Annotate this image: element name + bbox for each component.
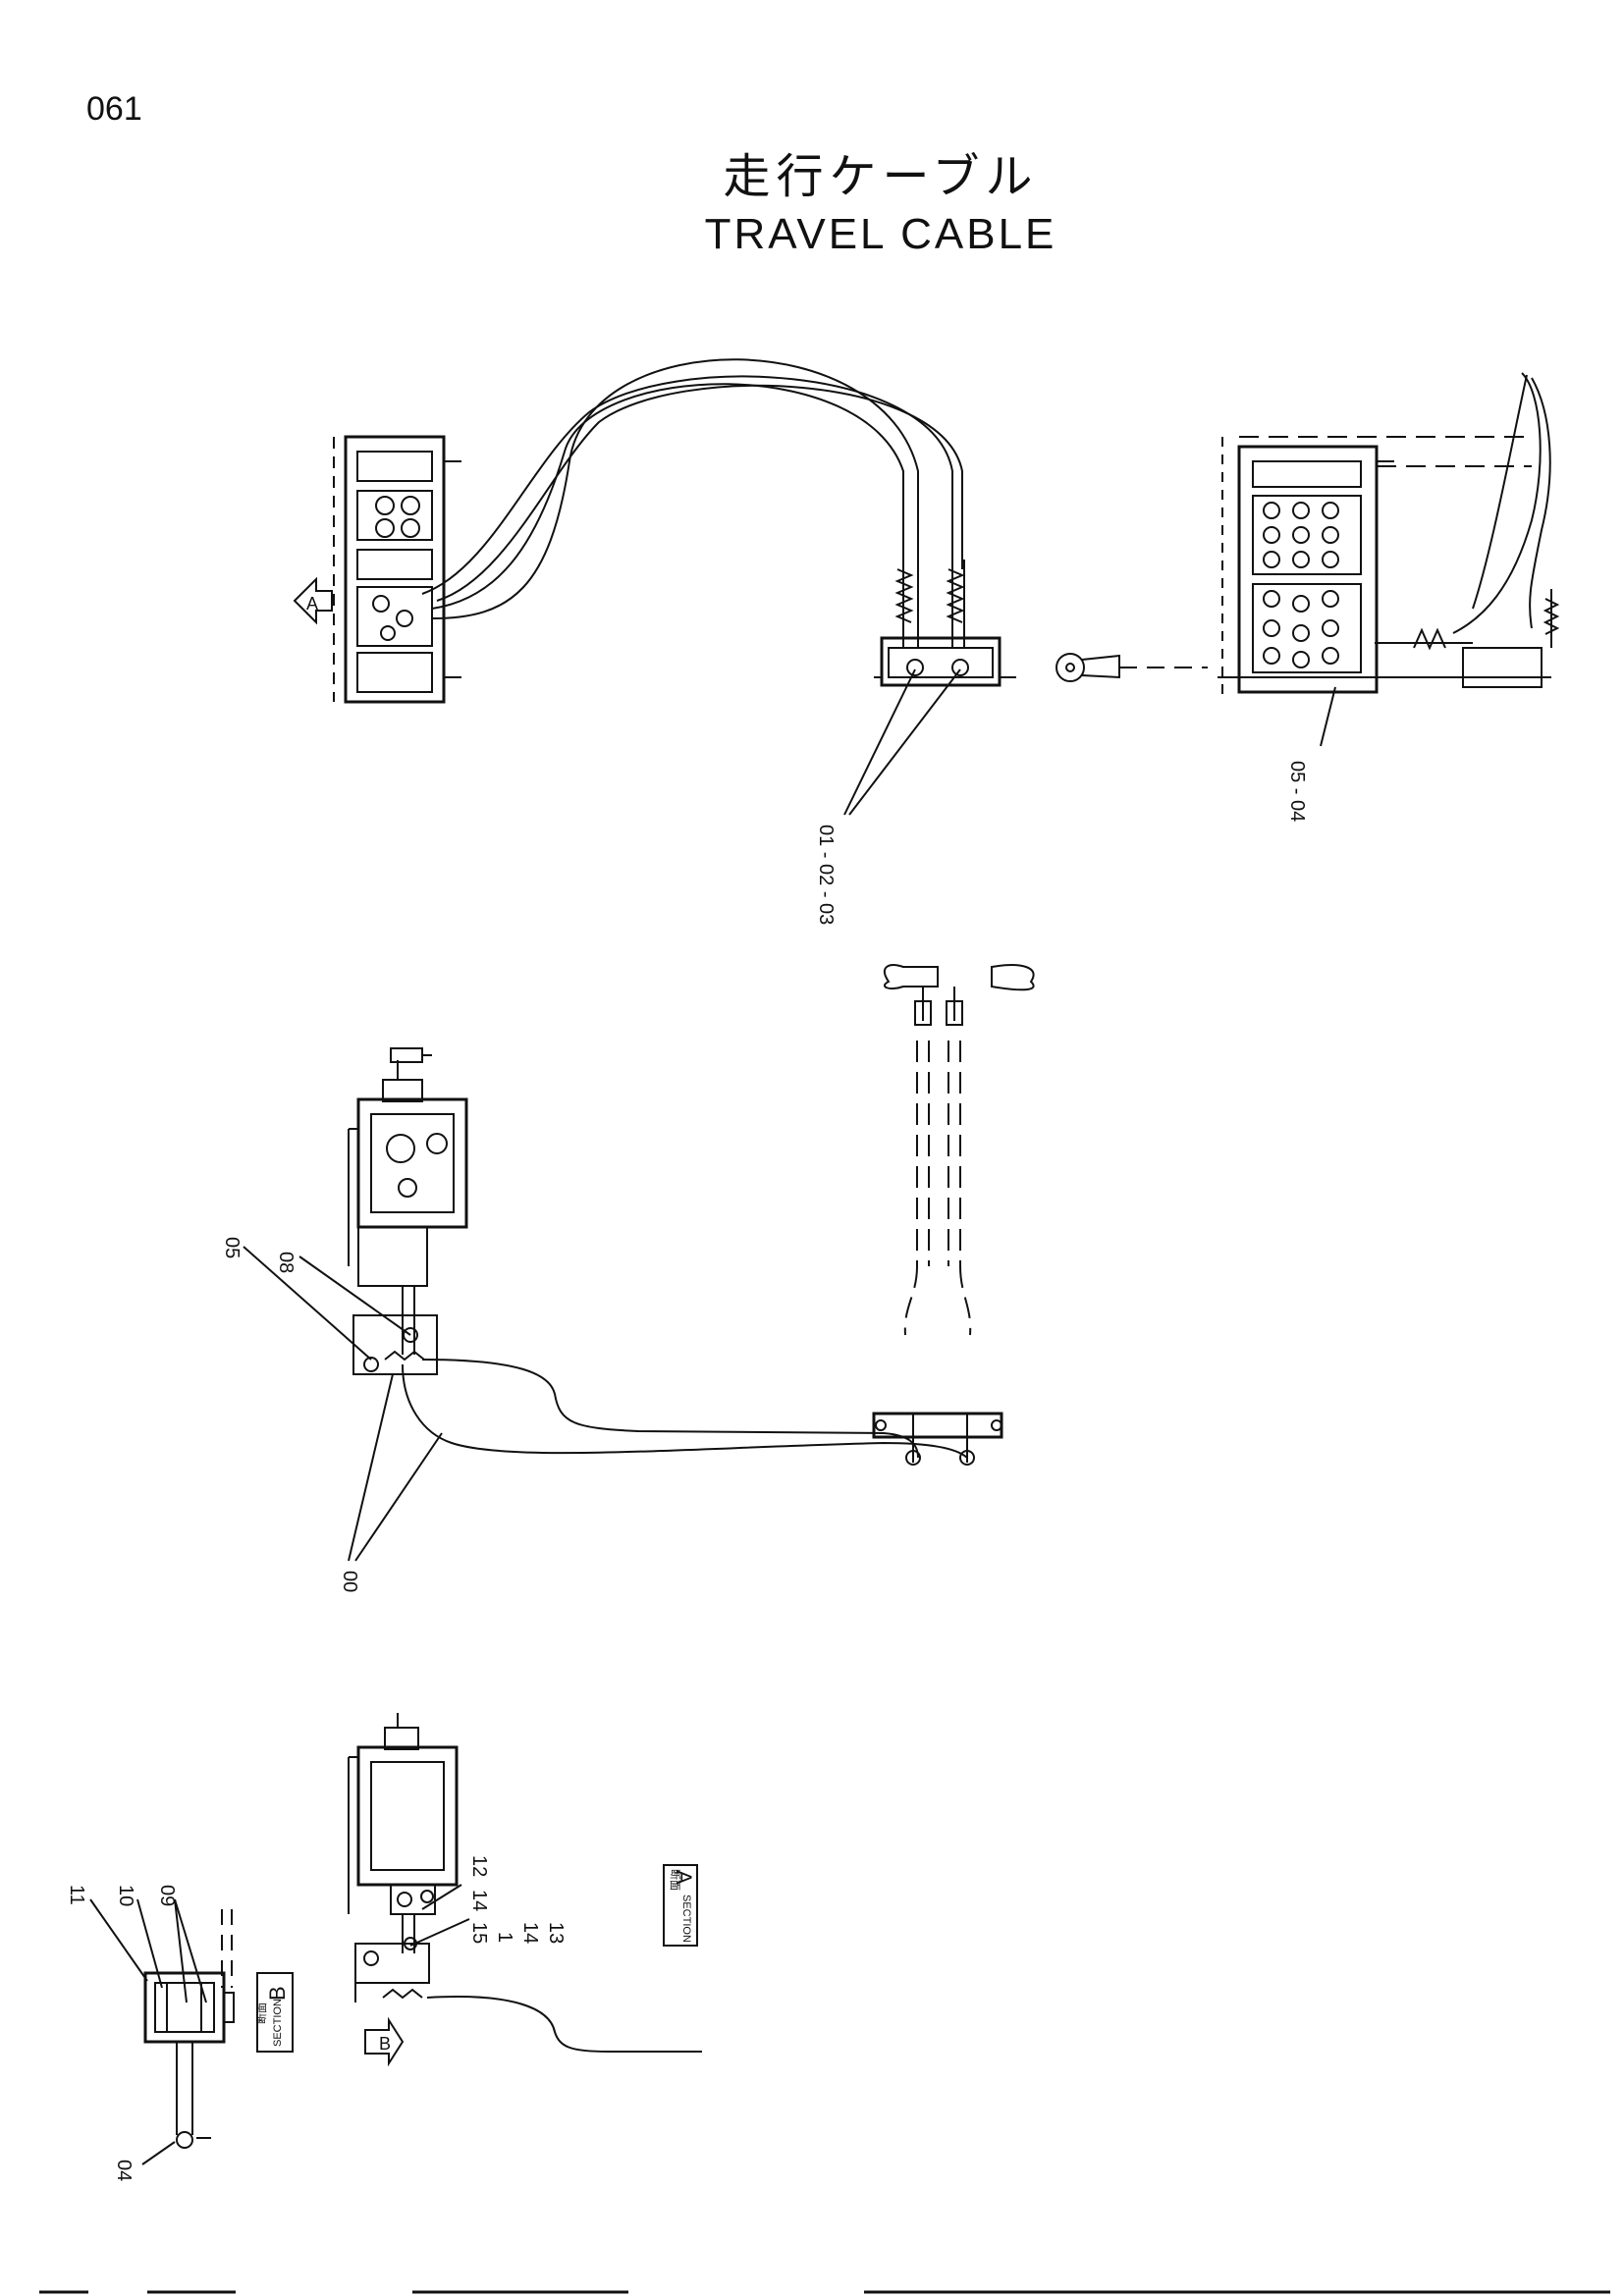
title-japanese: 走行ケーブル <box>723 149 1039 204</box>
dashed-outline-top-right <box>1239 436 1532 467</box>
callout-08: 08 <box>275 1252 297 1273</box>
cable-bracket-mid <box>872 1412 1003 1466</box>
callout-05-04: 05 - 04 <box>1286 761 1308 822</box>
callout-11: 11 <box>66 1885 87 1905</box>
section-b-label: 断面 SECTION B <box>254 1972 294 2053</box>
leaders-bottom <box>409 1884 470 1947</box>
left-control-valve-mid <box>348 1047 468 1287</box>
travel-pedals-mid <box>884 964 1035 1026</box>
callout-12: 12 <box>468 1855 490 1877</box>
cable-bracket-top <box>874 560 1016 687</box>
section-a-kanji: 断面 <box>669 1869 682 1891</box>
callout-13: 13 <box>545 1922 567 1944</box>
section-b-letter: B <box>265 1986 290 2001</box>
page-number: 061 <box>86 90 142 128</box>
title-english: TRAVEL CABLE <box>704 210 1057 258</box>
travel-cables-mid <box>402 1359 968 1459</box>
cable-right-top <box>1452 372 1560 648</box>
callout-05: 05 <box>221 1237 243 1258</box>
travel-cable-bottom <box>426 1996 702 2053</box>
section-a-label: 断面 SECTION A <box>663 1864 698 1947</box>
section-b-word: SECTION <box>272 1999 284 2047</box>
view-a-marker: A <box>293 576 333 625</box>
callout-10: 10 <box>115 1885 136 1906</box>
right-control-valve-top <box>1218 437 1551 697</box>
title-block: 走行ケーブル TRAVEL CABLE <box>0 147 1624 263</box>
travel-lever-top <box>1056 653 1208 682</box>
section-a-word: SECTION <box>680 1895 692 1943</box>
view-b-marker: B <box>364 2016 405 2067</box>
callout-04: 04 <box>113 2160 135 2181</box>
view-b-letter: B <box>379 2034 391 2054</box>
view-a-letter: A <box>306 594 318 614</box>
callout-14b: 14 <box>519 1922 541 1944</box>
leader-05-04 <box>1320 686 1336 747</box>
callout-15: 15 <box>468 1922 490 1944</box>
callout-01-02-03: 01 - 02 - 03 <box>815 825 837 925</box>
callout-00: 00 <box>339 1571 360 1592</box>
section-b-detail <box>89 1898 235 2165</box>
section-a-letter: A <box>672 1870 696 1885</box>
linkage-mid <box>352 1286 438 1375</box>
linkage-bottom <box>354 1914 430 2002</box>
leaders-mid <box>243 1246 443 1562</box>
pedal-links-mid <box>903 1041 972 1336</box>
callout-14: 14 <box>468 1890 490 1911</box>
leader-01-02-03 <box>843 668 961 816</box>
travel-cables-top <box>421 358 963 619</box>
section-b-kanji: 断面 <box>254 2002 268 2024</box>
callout-1: 1 <box>494 1932 515 1943</box>
callout-09: 09 <box>156 1885 178 1906</box>
left-control-valve-bottom <box>348 1713 459 1915</box>
left-control-valve-top <box>333 435 461 704</box>
